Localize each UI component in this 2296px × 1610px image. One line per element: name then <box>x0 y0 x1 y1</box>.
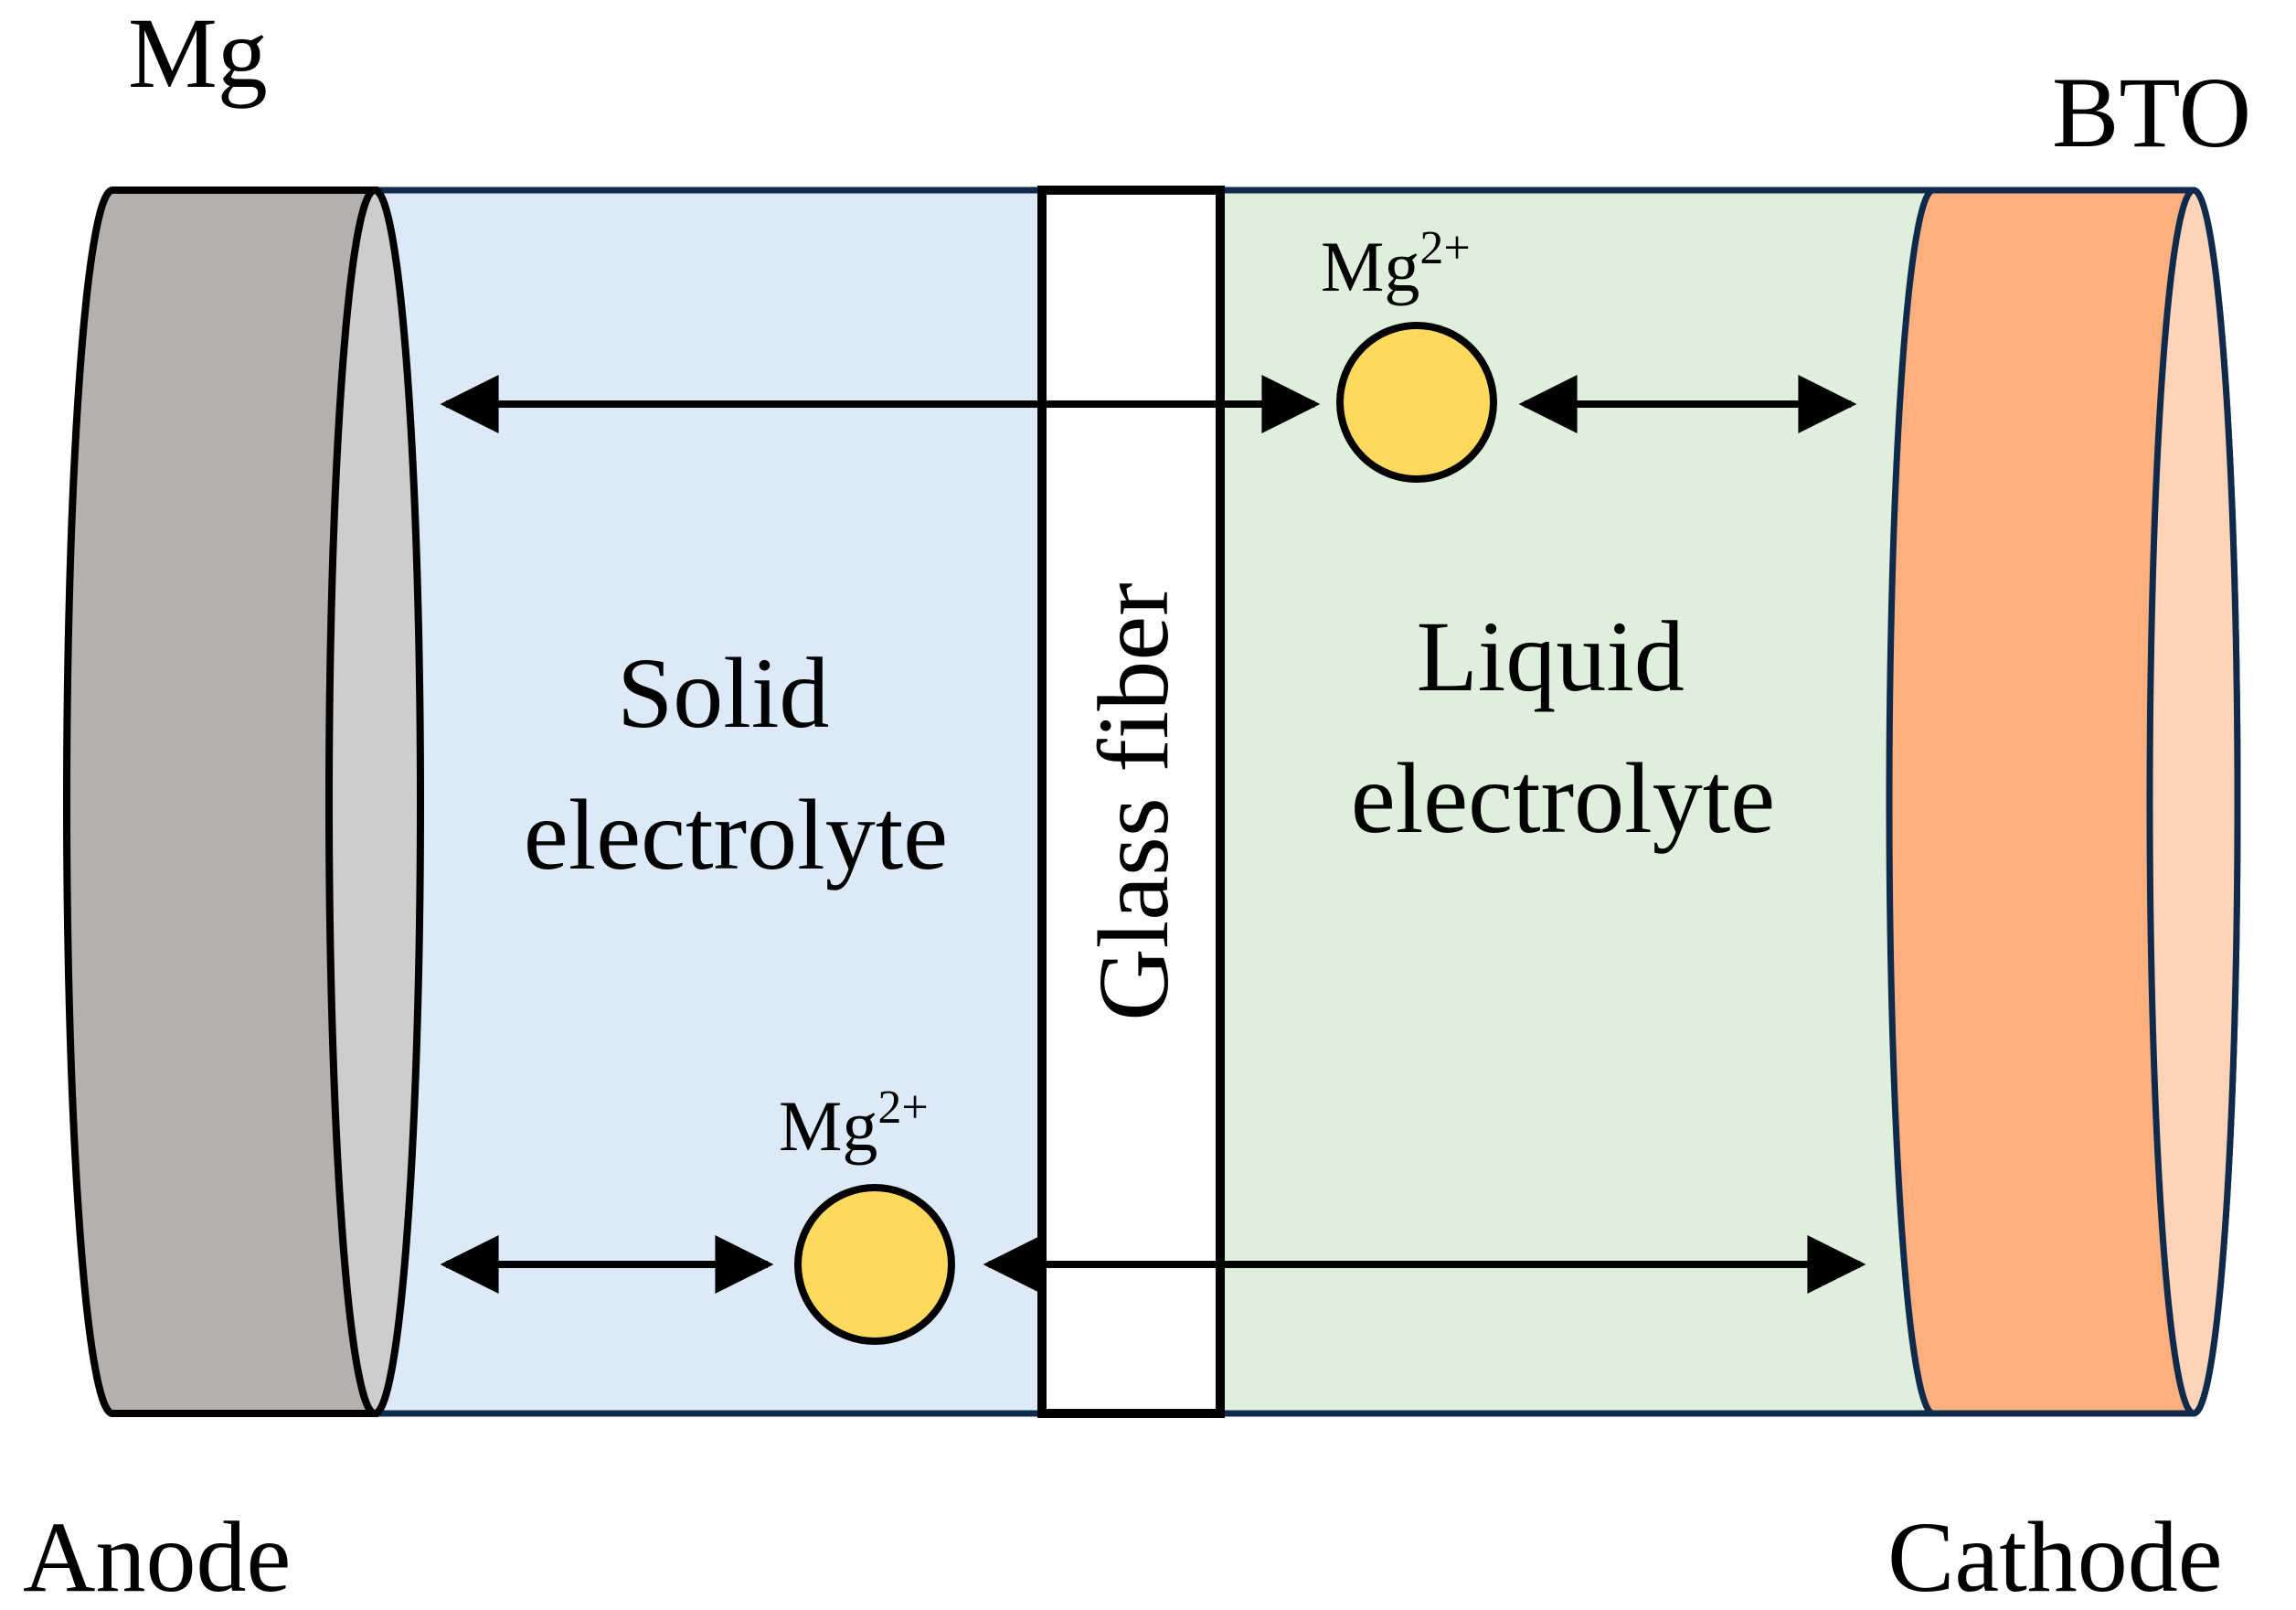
ion-upper-base: Mg <box>1321 227 1419 306</box>
anode-disk-side <box>63 187 378 1417</box>
ion-lower-charge: 2+ <box>877 1082 928 1134</box>
anode-disk-face <box>325 187 424 1417</box>
cathode-material-label: BTO <box>2052 57 2251 168</box>
cathode-disk-face <box>2146 187 2241 1417</box>
cathode-label: Cathode <box>1887 1501 2223 1610</box>
solid-label-line2: electrolyte <box>524 779 948 890</box>
liquid-electrolyte-label: Liquid electrolyte <box>1351 601 1775 854</box>
glass-fiber-label: Glass fiber <box>1078 582 1189 1021</box>
solid-electrolyte-label: Solid electrolyte <box>524 637 948 890</box>
mg-ion-upper <box>1336 322 1497 483</box>
mg-ion-upper-label: Mg2+ <box>1321 222 1471 306</box>
ion-upper-charge: 2+ <box>1419 222 1470 274</box>
solid-label-line1: Solid <box>617 637 829 749</box>
anode-label: Anode <box>23 1501 291 1610</box>
liquid-label-line2: electrolyte <box>1351 742 1775 854</box>
mg-ion-lower <box>794 1184 955 1345</box>
anode-material-label: Mg <box>128 0 268 109</box>
ion-lower-base: Mg <box>779 1086 877 1166</box>
liquid-label-line1: Liquid <box>1417 601 1685 712</box>
mg-ion-lower-label: Mg2+ <box>779 1082 929 1166</box>
